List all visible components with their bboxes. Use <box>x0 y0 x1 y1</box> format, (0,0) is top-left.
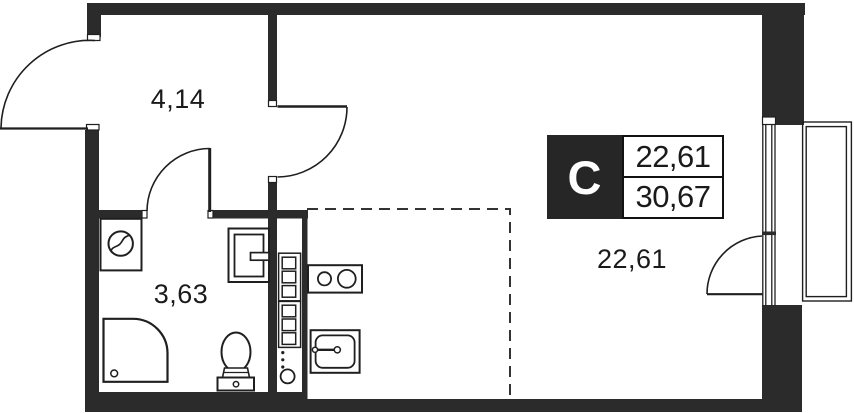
wall-right-top <box>762 14 804 125</box>
door-swing-arc <box>146 147 210 212</box>
unit-total-area: 30,67 <box>622 175 724 219</box>
window-glazing <box>762 125 776 306</box>
walls <box>85 3 805 412</box>
door-swing-arc <box>706 235 763 295</box>
balcony-door <box>706 231 776 296</box>
jamb <box>85 123 100 131</box>
unit-info-box: С 22,61 30,67 <box>547 135 724 219</box>
bathroom-area-label: 3,63 <box>153 279 209 309</box>
room-door <box>277 105 348 178</box>
jamb <box>267 175 278 184</box>
shower-icon <box>102 317 169 383</box>
wall-bathroom-top-left <box>99 210 142 219</box>
living-room-area-label: 22,61 <box>596 244 668 274</box>
jamb <box>267 99 278 108</box>
door-stop <box>762 231 776 236</box>
washing-machine-icon <box>99 217 143 272</box>
door-swing-arc <box>277 106 348 178</box>
unit-living-area: 22,61 <box>622 135 724 178</box>
door-swing-arc <box>0 39 96 128</box>
wall-entry-pier <box>87 3 101 37</box>
balcony <box>801 121 853 302</box>
bathroom-sink-icon <box>227 227 270 283</box>
kitchen-sink-icon <box>309 329 361 374</box>
wall-right-bottom <box>762 305 802 404</box>
wall-bathroom-top-right <box>213 210 268 219</box>
jamb <box>761 116 777 126</box>
jamb <box>141 209 148 219</box>
hallway-area-label: 4,14 <box>150 84 206 114</box>
balcony-inner <box>805 125 848 298</box>
wall-bottom <box>85 399 802 412</box>
wall-bathroom-bottom <box>99 392 307 400</box>
balcony-outer <box>801 121 853 302</box>
unit-areas: 22,61 30,67 <box>622 135 724 219</box>
wall-left <box>85 130 99 412</box>
kitchen-cabinet-column-icon <box>277 252 302 385</box>
wall-top <box>100 3 805 15</box>
kitchen-zone-dashed-outline <box>307 208 511 399</box>
wall-interior-top <box>268 14 277 101</box>
bathroom-door <box>146 147 212 212</box>
wall-cabinet-right <box>302 216 308 399</box>
toilet-icon <box>216 331 255 392</box>
entrance-door <box>0 39 96 130</box>
kitchen-hob-icon <box>307 264 363 294</box>
wall-cabinet-cap <box>277 210 308 219</box>
wall-interior-bottom <box>268 182 277 398</box>
unit-type-letter: С <box>547 135 622 219</box>
